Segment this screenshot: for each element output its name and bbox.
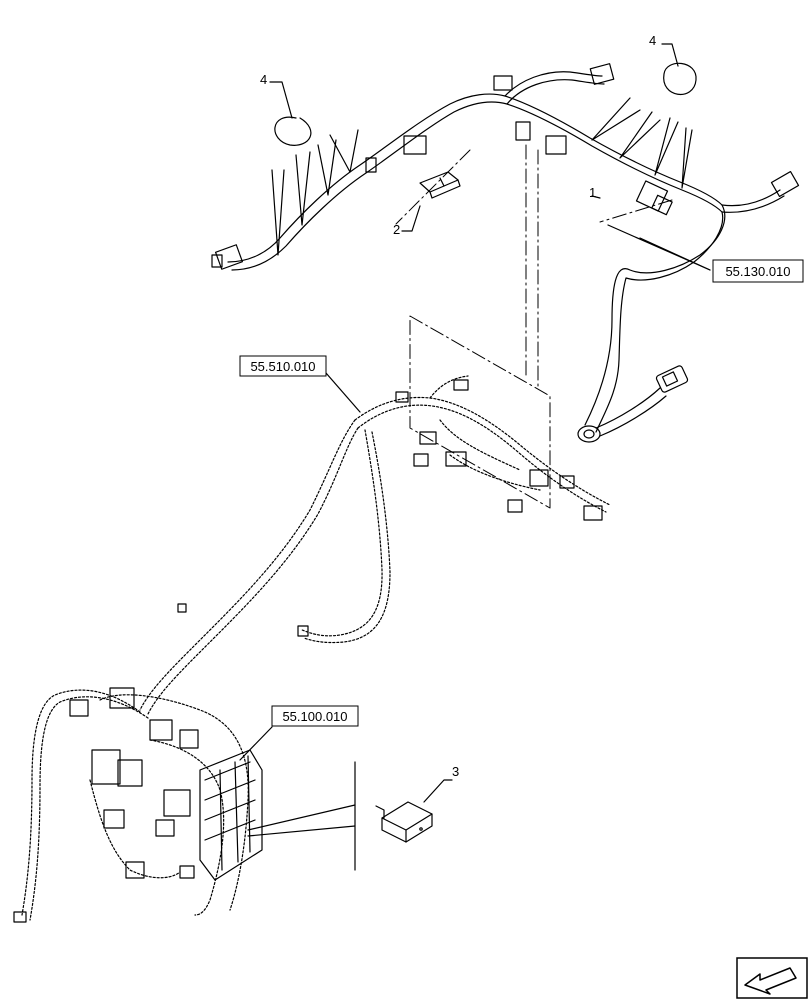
leader-4-right (661, 43, 679, 67)
ref-label-130: 55.130.010 (725, 264, 790, 279)
item-3-relay (375, 801, 433, 843)
zip-ties-left (271, 116, 359, 256)
leader-4-left (269, 81, 293, 119)
callout-1: 1 (589, 185, 596, 200)
leader-100 (239, 726, 273, 761)
harness-lower (21, 689, 249, 921)
harness-upper (211, 63, 800, 443)
leader-100-a (247, 804, 356, 831)
ref-box-130[interactable]: 55.130.010 (712, 259, 804, 283)
ref-box-510[interactable]: 55.510.010 (239, 355, 327, 377)
fuse-box (13, 687, 263, 923)
leader-2 (401, 205, 421, 232)
callout-3: 3 (452, 764, 459, 779)
alignment-lines (395, 144, 673, 509)
leader-130-b (607, 224, 711, 271)
harness-middle (139, 375, 611, 715)
leader-510 (325, 372, 361, 413)
leader-100-b (247, 825, 356, 837)
zip-ties-right (591, 62, 697, 189)
callout-2: 2 (393, 222, 400, 237)
leader-1 (591, 195, 601, 199)
callout-4-left: 4 (260, 72, 267, 87)
leader-3 (423, 779, 453, 803)
ref-box-100[interactable]: 55.100.010 (271, 705, 359, 727)
ref-label-510: 55.510.010 (250, 359, 315, 374)
harness-middle-connectors (177, 379, 603, 637)
item-2-connector (419, 171, 461, 199)
callout-4-right: 4 (649, 33, 656, 48)
ref-label-100: 55.100.010 (282, 709, 347, 724)
arrow-left-down-icon[interactable] (736, 957, 808, 999)
